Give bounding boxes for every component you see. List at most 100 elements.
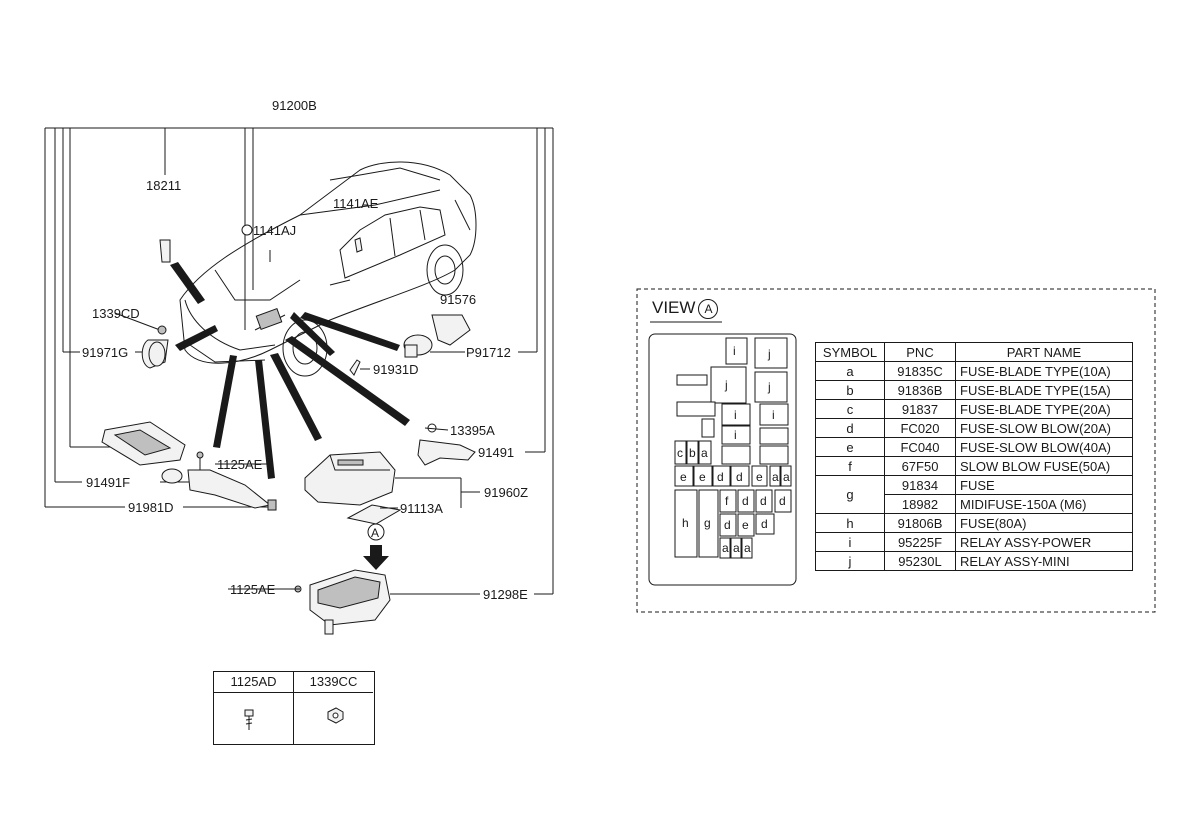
- view-a-marker-label: A: [371, 526, 379, 540]
- hardware-divider: [293, 672, 294, 744]
- label-1141AJ[interactable]: 1141AJ: [253, 223, 296, 238]
- cell-pnc[interactable]: 91806B: [884, 513, 956, 533]
- cell-part-name: FUSE-SLOW BLOW(20A): [955, 418, 1133, 438]
- fuse-slot-label: j: [767, 347, 771, 361]
- table-header-row: SYMBOL PNC PART NAME: [815, 342, 1133, 362]
- cell-pnc[interactable]: FC020: [884, 418, 956, 438]
- table-row[interactable]: j 95230L RELAY ASSY-MINI: [815, 551, 1133, 571]
- fuse-box-layout: i j j j i i i c b a e e d d e a a f d d …: [648, 333, 797, 586]
- fuse-slot-label: j: [724, 378, 728, 392]
- fuse-slot-label: d: [760, 494, 767, 508]
- cell-part-name: SLOW BLOW FUSE(50A): [955, 456, 1133, 476]
- fuse-slot-label: i: [734, 428, 737, 442]
- view-a-marker: [367, 523, 385, 541]
- cell-symbol: c: [815, 399, 885, 419]
- fuse-parts-table: SYMBOL PNC PART NAME a 91835C FUSE-BLADE…: [815, 342, 1133, 571]
- label-91491[interactable]: 91491: [478, 445, 514, 460]
- label-91491F[interactable]: 91491F: [86, 475, 130, 490]
- fuse-slot-label: a: [701, 446, 708, 460]
- label-18211[interactable]: 18211: [146, 178, 181, 193]
- cell-pnc[interactable]: 91835C: [884, 361, 956, 381]
- label-1141AE[interactable]: 1141AE: [333, 196, 379, 211]
- cell-pnc[interactable]: 91834: [884, 475, 956, 495]
- cell-symbol: g: [815, 475, 885, 514]
- cell-part-name: FUSE-BLADE TYPE(15A): [955, 380, 1133, 400]
- label-1339CD[interactable]: 1339CD: [92, 306, 140, 321]
- fuse-slot-label: a: [744, 541, 751, 555]
- label-91298E[interactable]: 91298E: [483, 587, 528, 602]
- cell-pnc[interactable]: 18982: [884, 494, 956, 514]
- fuse-slot-label: a: [783, 470, 790, 484]
- cell-symbol: j: [815, 551, 885, 571]
- fuse-slot-label: i: [734, 408, 737, 422]
- bolt-icon: [244, 709, 254, 730]
- label-P91712[interactable]: P91712: [466, 345, 511, 360]
- cell-pnc[interactable]: FC040: [884, 437, 956, 457]
- cell-symbol: b: [815, 380, 885, 400]
- cell-pnc[interactable]: 95225F: [884, 532, 956, 552]
- fuse-slot-label: f: [725, 494, 729, 508]
- header-symbol: SYMBOL: [815, 342, 885, 362]
- cell-pnc[interactable]: 95230L: [884, 551, 956, 571]
- table-row[interactable]: f 67F50 SLOW BLOW FUSE(50A): [815, 456, 1133, 476]
- view-title-text: VIEW: [652, 298, 696, 317]
- harness-leads: [170, 262, 410, 479]
- table-row[interactable]: d FC020 FUSE-SLOW BLOW(20A): [815, 418, 1133, 438]
- table-row[interactable]: h 91806B FUSE(80A): [815, 513, 1133, 533]
- hardware-col2-header[interactable]: 1339CC: [294, 672, 373, 693]
- table-row[interactable]: g 91834 FUSE: [815, 475, 1133, 514]
- callout-labels: 18211 1141AE 1141AJ 91576 1339CD 91971G …: [82, 178, 528, 602]
- table-row[interactable]: b 91836B FUSE-BLADE TYPE(15A): [815, 380, 1133, 400]
- fuse-slot-label: e: [742, 518, 749, 532]
- view-title-marker: A: [698, 298, 719, 319]
- fuse-slot-label: c: [677, 446, 683, 460]
- table-row[interactable]: a 91835C FUSE-BLADE TYPE(10A): [815, 361, 1133, 381]
- fuse-slot-label: h: [682, 516, 689, 530]
- label-91931D[interactable]: 91931D: [373, 362, 419, 377]
- nut-icon: [327, 707, 344, 724]
- fuse-slot-label: e: [756, 470, 763, 484]
- cell-symbol: h: [815, 513, 885, 533]
- table-row[interactable]: c 91837 FUSE-BLADE TYPE(20A): [815, 399, 1133, 419]
- fuse-slot-label: d: [761, 517, 768, 531]
- cell-part-name: FUSE-BLADE TYPE(20A): [955, 399, 1133, 419]
- cell-symbol: e: [815, 437, 885, 457]
- cell-symbol: d: [815, 418, 885, 438]
- header-pnc: PNC: [884, 342, 956, 362]
- fuse-slot-label: a: [722, 541, 729, 555]
- fuse-slot-label: d: [736, 470, 743, 484]
- cell-part-name: FUSE-SLOW BLOW(40A): [955, 437, 1133, 457]
- cell-symbol: a: [815, 361, 885, 381]
- label-91960Z[interactable]: 91960Z: [484, 485, 528, 500]
- label-91981D[interactable]: 91981D: [128, 500, 174, 515]
- hardware-table: 1125AD 1339CC: [213, 671, 375, 745]
- fuse-slot-label: i: [733, 344, 736, 358]
- cell-part-name: FUSE-BLADE TYPE(10A): [955, 361, 1133, 381]
- label-91576[interactable]: 91576: [440, 292, 476, 307]
- fuse-slot-label: d: [742, 494, 749, 508]
- cell-pnc[interactable]: 91836B: [884, 380, 956, 400]
- cell-pnc[interactable]: 91837: [884, 399, 956, 419]
- fuse-slot-label: j: [767, 380, 771, 394]
- table-row[interactable]: e FC040 FUSE-SLOW BLOW(40A): [815, 437, 1133, 457]
- label-91971G[interactable]: 91971G: [82, 345, 128, 360]
- table-row[interactable]: i 95225F RELAY ASSY-POWER: [815, 532, 1133, 552]
- view-a-frame: [636, 288, 1156, 613]
- label-13395A[interactable]: 13395A: [450, 423, 495, 438]
- cell-pnc[interactable]: 67F50: [884, 456, 956, 476]
- header-part-name: PART NAME: [955, 342, 1133, 362]
- cell-part-name: RELAY ASSY-MINI: [955, 551, 1133, 571]
- component-parts: A: [101, 224, 476, 635]
- fuse-slot-label: b: [689, 446, 696, 460]
- hardware-col1-header[interactable]: 1125AD: [214, 672, 294, 693]
- fuse-slot-label: a: [733, 541, 740, 555]
- table-row[interactable]: 18982 MIDIFUSE-150A (M6): [816, 494, 1133, 514]
- label-91113A[interactable]: 91113A: [400, 501, 443, 516]
- cell-part-name: FUSE: [955, 475, 1133, 495]
- fuse-slot-label: g: [704, 516, 711, 530]
- label-91200B[interactable]: 91200B: [272, 98, 317, 113]
- fuse-slot-label: e: [699, 470, 706, 484]
- fuse-slot-label: d: [779, 494, 786, 508]
